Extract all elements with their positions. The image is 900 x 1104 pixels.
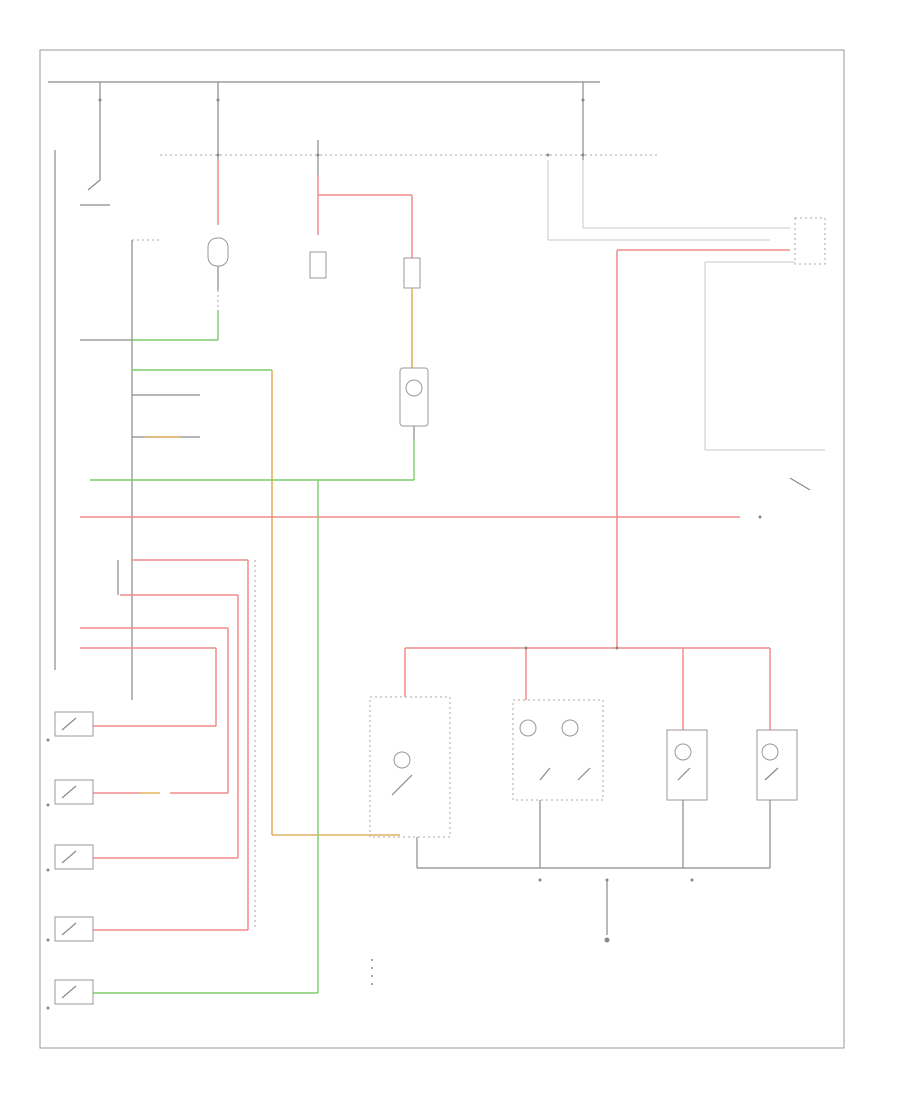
right-side-circuit [547,160,826,648]
module-signal-lines [80,369,740,994]
left-vanity-lamp [666,729,708,801]
power-feeds [48,81,660,180]
personal-lamp-box [512,699,604,801]
door-switches [46,711,94,1010]
door-switch-5 [54,979,94,1005]
diagram-border [39,49,845,1049]
body-control-module-bus [54,150,160,700]
door-switch-1 [54,711,94,737]
legend-markers [371,959,373,985]
right-vanity-lamp [756,729,798,801]
fuse-lamp-component [207,237,229,267]
fuse-component [309,251,327,279]
ground-point [604,937,610,943]
door-switch-3 [54,844,94,870]
lower-lamp-bank [369,646,798,943]
center-fuse-circuit [132,140,429,480]
courtesy-lamp-component [399,367,429,427]
foot-lamp-box [369,696,451,838]
door-switch-4 [54,916,94,942]
dimmer-fuse-component [403,257,421,289]
passenger-module-connector [794,217,826,265]
door-switch-2 [54,779,94,805]
